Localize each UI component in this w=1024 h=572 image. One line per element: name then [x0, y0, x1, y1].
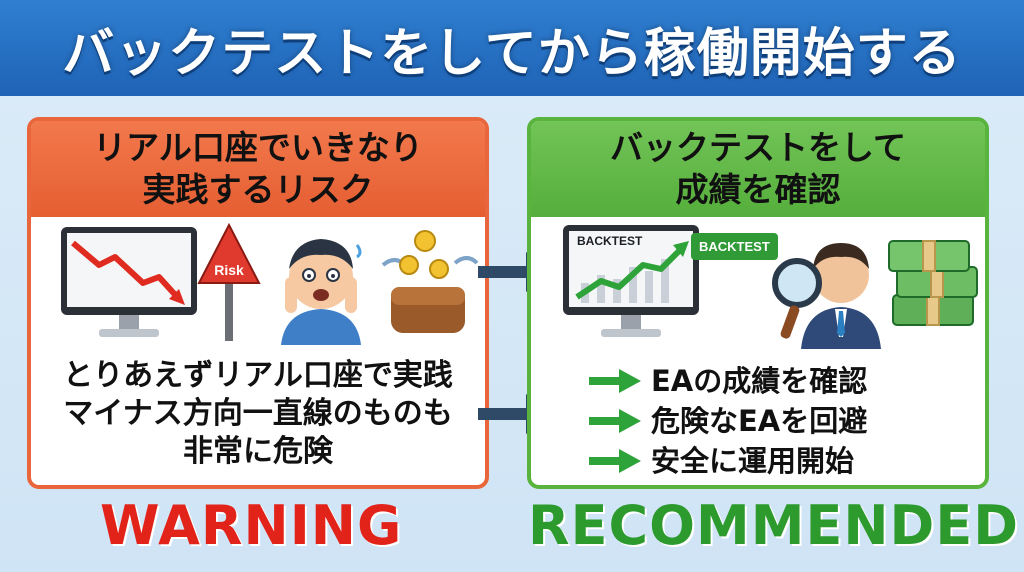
risk-bullet: とりあえずリアル口座で実践	[63, 358, 453, 393]
backtest-bullet-row: 安全に運用開始	[589, 441, 867, 481]
monitor-backtest-label: BACKTEST	[577, 234, 643, 248]
recommended-label: RECOMMENDED	[528, 494, 1020, 557]
risk-sign-icon: Risk	[197, 223, 261, 341]
worried-person-icon	[281, 239, 362, 345]
risk-sign-label: Risk	[214, 262, 244, 278]
cash-stack-icon	[888, 240, 978, 326]
backtest-title-line2: 成績を確認	[675, 170, 841, 209]
rising-chart-icon: BACKTEST	[563, 225, 699, 337]
green-arrow-icon	[589, 409, 641, 433]
backtest-title-line1: バックテストをして	[609, 128, 906, 167]
backtest-bullet: EAの成績を確認	[651, 364, 868, 398]
risk-panel: リアル口座でいきなり 実践するリスク Risk	[27, 117, 489, 489]
backtest-bullet: 安全に運用開始	[651, 444, 855, 478]
risk-bullet: マイナス方向一直線のものも	[63, 396, 453, 431]
backtest-bullet: 危険なEAを回避	[651, 404, 868, 438]
declining-chart-icon	[61, 227, 197, 337]
green-arrow-icon	[589, 369, 641, 393]
backtest-illustration: BACKTEST BACKTEST	[531, 221, 985, 351]
risk-panel-header: リアル口座でいきなり 実践するリスク	[31, 121, 485, 217]
backtest-bubble: BACKTEST	[691, 233, 778, 260]
green-arrow-icon	[589, 449, 641, 473]
risk-bullet: 非常に危険	[183, 434, 333, 469]
bubble-backtest-label: BACKTEST	[699, 239, 770, 254]
wallet-coins-icon	[381, 230, 479, 333]
header-banner: バックテストをしてから稼働開始する	[0, 0, 1024, 96]
risk-illustration: Risk	[31, 221, 485, 351]
backtest-bullet-row: EAの成績を確認	[589, 361, 867, 401]
backtest-panel-header: バックテストをして 成績を確認	[531, 121, 985, 217]
analyst-magnifier-icon	[772, 243, 881, 349]
page-title: バックテストをしてから稼働開始する	[62, 23, 962, 84]
backtest-bullet-list: EAの成績を確認 危険なEAを回避 安全に運用開始	[589, 361, 867, 481]
risk-bullet-list: とりあえずリアル口座で実践 マイナス方向一直線のものも 非常に危険	[31, 357, 485, 471]
warning-label: WARNING	[100, 494, 403, 557]
backtest-panel: バックテストをして 成績を確認 BACKTEST BACKTEST	[527, 117, 989, 489]
backtest-bullet-row: 危険なEAを回避	[589, 401, 867, 441]
risk-title-line1: リアル口座でいきなり	[93, 128, 423, 167]
risk-title-line2: 実践するリスク	[142, 170, 374, 209]
